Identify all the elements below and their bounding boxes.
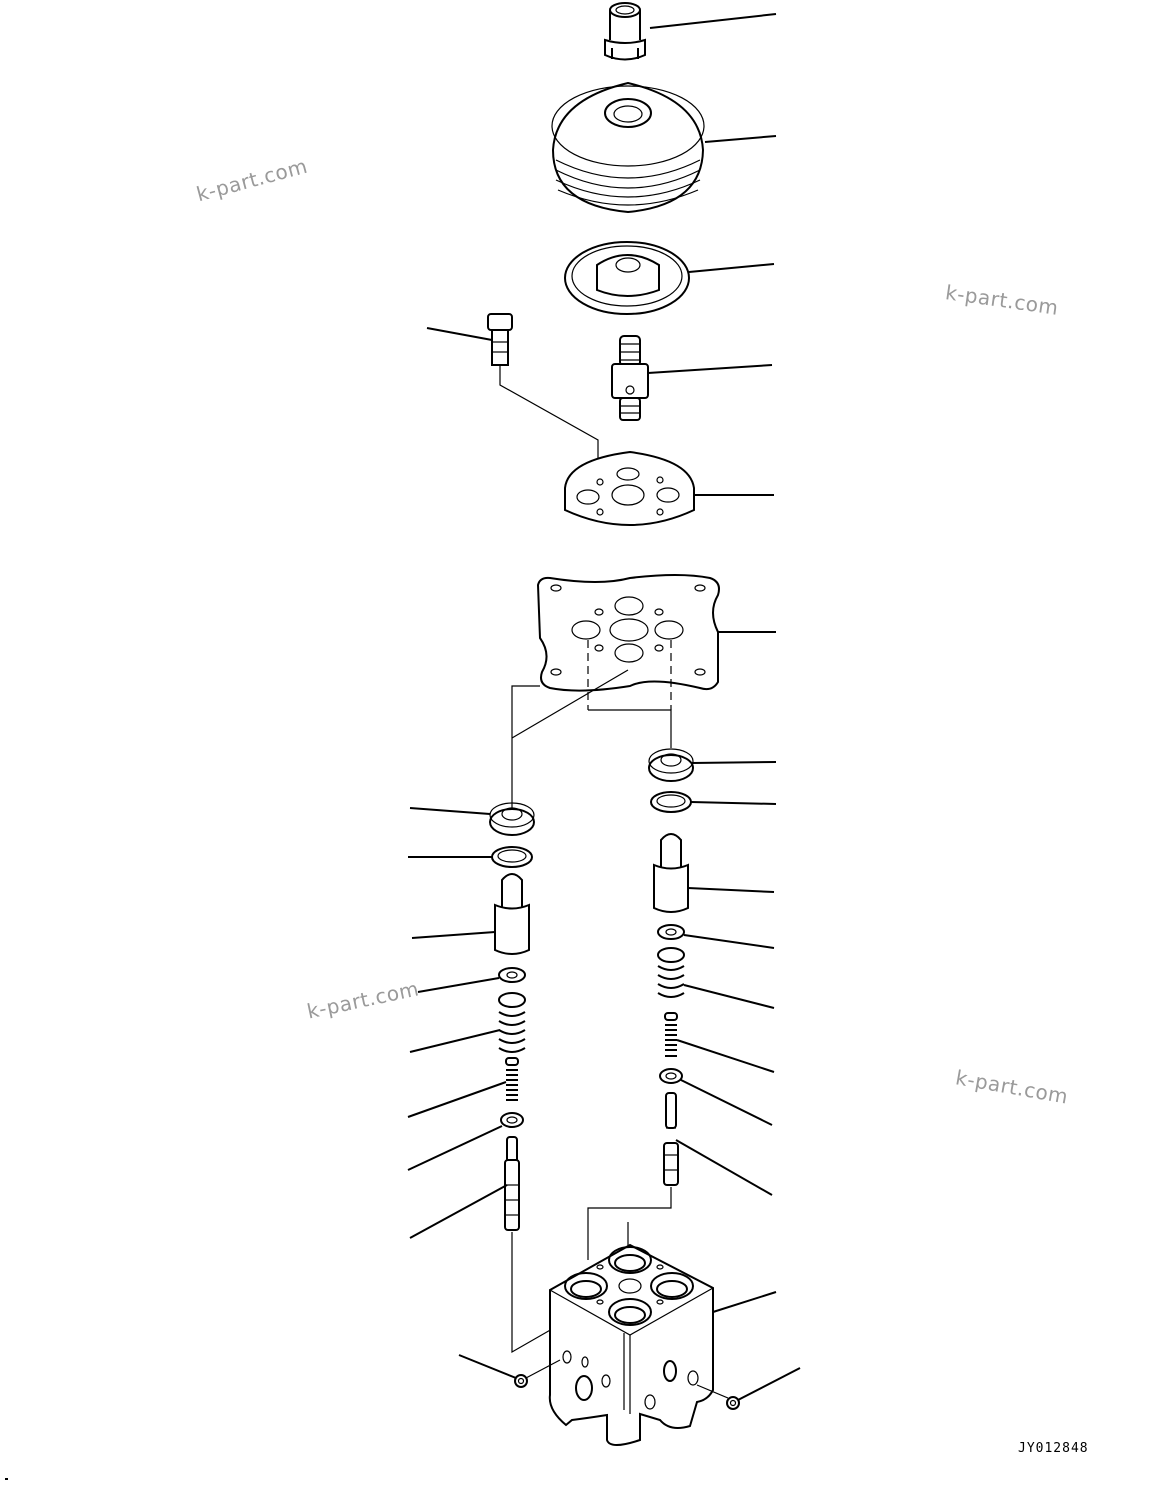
washer2-right [659, 1068, 773, 1126]
right-stack [563, 748, 777, 1297]
spring-small-left [407, 1057, 519, 1118]
cover-plate [511, 574, 776, 810]
cam-plate [564, 241, 775, 315]
washer-left [417, 967, 526, 993]
plug-body-right [696, 1367, 801, 1410]
bolt [426, 313, 599, 475]
valve-body [548, 1243, 777, 1446]
spring-large-right [657, 947, 775, 1009]
piston-right [653, 833, 775, 913]
boot [551, 81, 777, 214]
retainer-plate [564, 450, 774, 526]
spring-large-left [409, 992, 526, 1053]
seal-left [408, 846, 533, 868]
plug-left [409, 802, 535, 836]
drawing-code: JY012848 [1018, 1441, 1089, 1456]
universal-joint [611, 335, 773, 421]
corner-mark [5, 1478, 8, 1480]
washer-right [657, 924, 775, 949]
piston-left [411, 873, 530, 955]
seal-right [650, 791, 777, 813]
washer2-left [407, 1112, 524, 1171]
nut-top [604, 2, 777, 61]
spring-small-right [664, 1012, 775, 1073]
plug-body-left [458, 1354, 561, 1388]
plug-right [648, 748, 777, 782]
